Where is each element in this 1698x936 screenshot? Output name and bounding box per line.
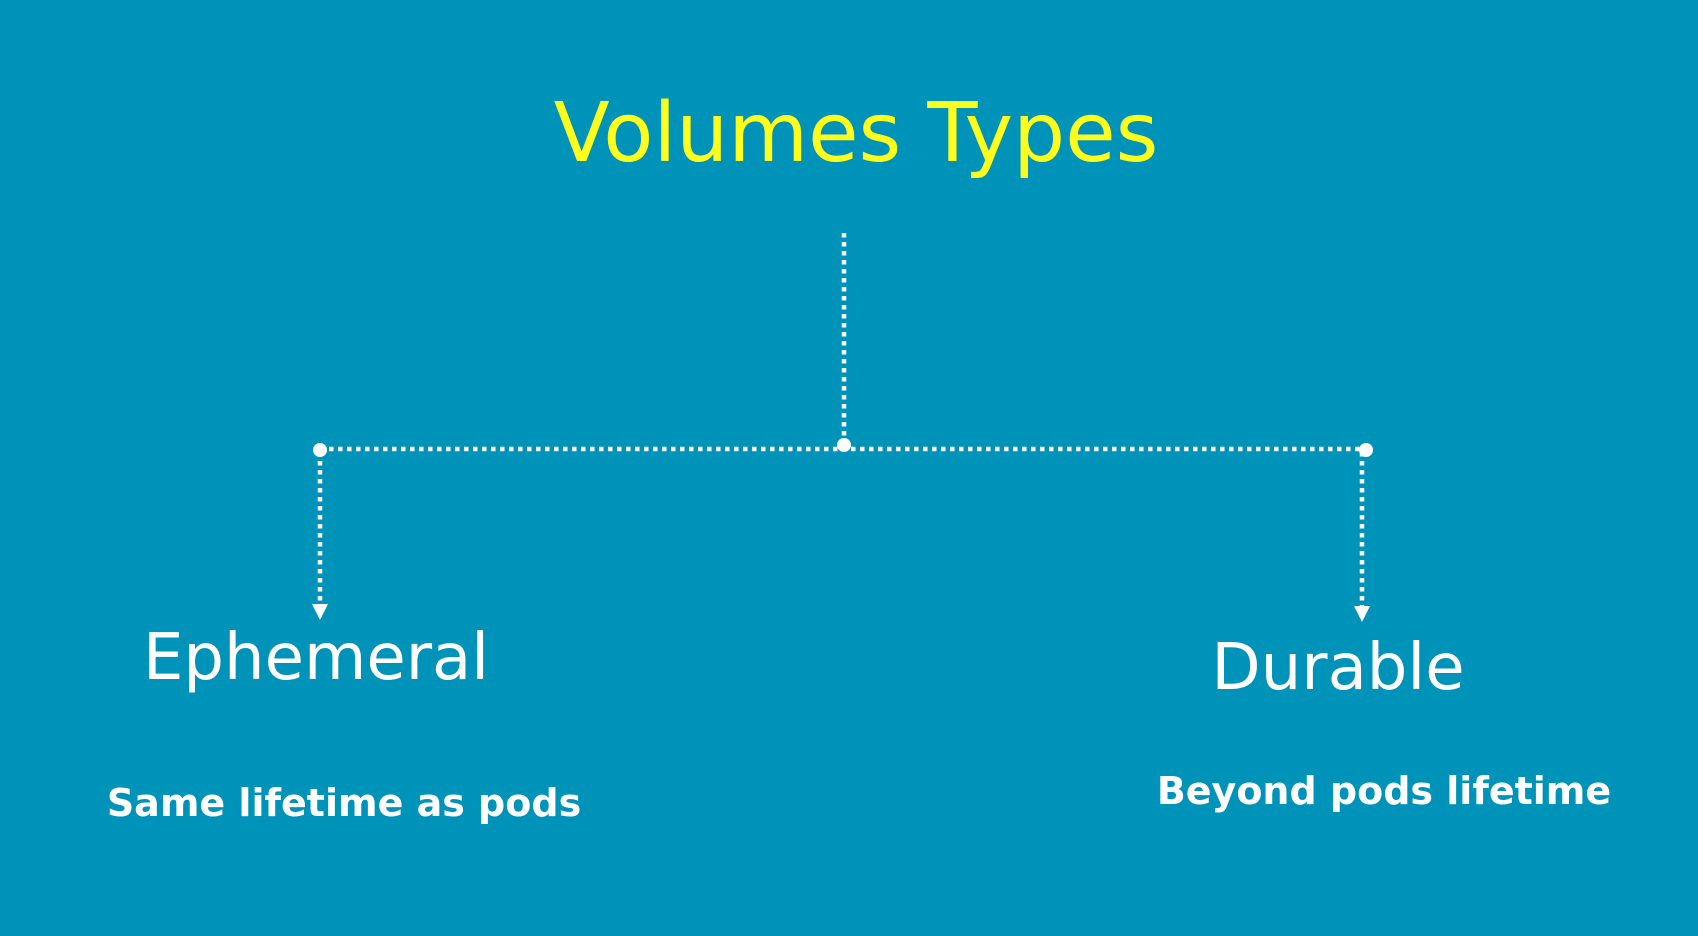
left-arrowhead <box>312 604 328 620</box>
ephemeral-description: Same lifetime as pods <box>106 781 582 825</box>
diagram-title: Volumes Types <box>553 86 1159 181</box>
ephemeral-label: Ephemeral <box>142 621 490 695</box>
right-arrowhead <box>1354 606 1370 622</box>
right-corner-dot <box>1359 443 1373 457</box>
left-corner-dot <box>313 443 327 457</box>
durable-description: Beyond pods lifetime <box>1156 769 1612 813</box>
durable-label: Durable <box>1211 631 1465 705</box>
junction-dot <box>837 438 851 452</box>
